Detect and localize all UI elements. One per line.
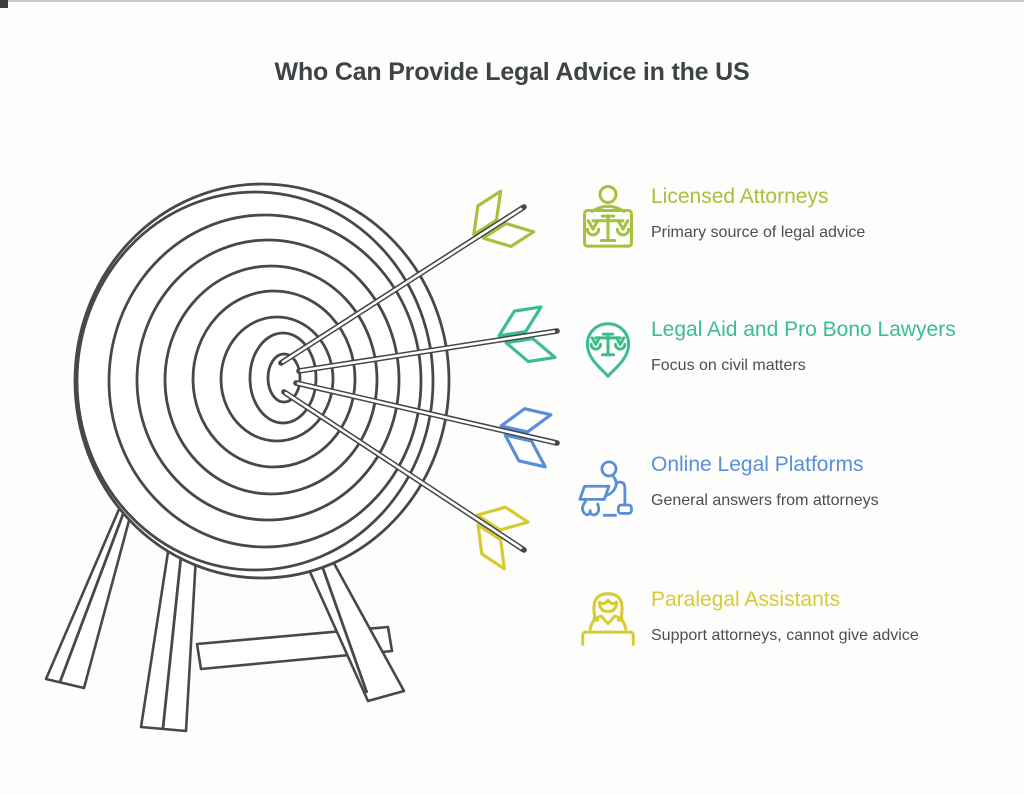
item-label: Online Legal Platforms [651,453,864,476]
item-label: Paralegal Assistants [651,588,841,611]
scan-corner-mark [0,0,8,8]
list-item-paralegal-assistants: Paralegal Assistants Support attorneys, … [578,586,919,652]
person-laptop-icon [578,458,638,522]
target-board [73,182,451,580]
stand-left-front-leg [139,550,198,733]
item-description: Focus on civil matters [651,357,806,375]
list-item-legal-aid: Legal Aid and Pro Bono Lawyers Focus on … [578,316,956,384]
item-description: Support attorneys, cannot give advice [651,627,919,645]
bullseye-inner [266,352,302,404]
page-title: Who Can Provide Legal Advice in the US [274,58,750,86]
item-description: General answers from attorneys [651,492,879,510]
stand-left-rear-leg [44,498,136,690]
target-stand [44,498,406,733]
paralegal-desk-icon [578,586,638,652]
list-item-licensed-attorneys: Licensed Attorneys Primary source of leg… [578,183,865,251]
attorney-scales-icon [578,183,638,251]
legal-aid-pin-scales-icon [578,316,638,384]
arrow-paralegal [281,389,530,571]
bullseye-outer [248,331,318,425]
list-item-online-platforms: Online Legal Platforms General answers f… [578,451,879,522]
arrow-online-platforms [293,380,560,469]
arrow-legal-aid [296,305,560,374]
item-label: Legal Aid and Pro Bono Lawyers [651,318,956,341]
item-description: Primary source of legal advice [651,224,866,242]
scan-edge-line [0,0,1024,2]
item-label: Licensed Attorneys [651,185,829,208]
arrow-licensed-attorneys [278,189,536,366]
